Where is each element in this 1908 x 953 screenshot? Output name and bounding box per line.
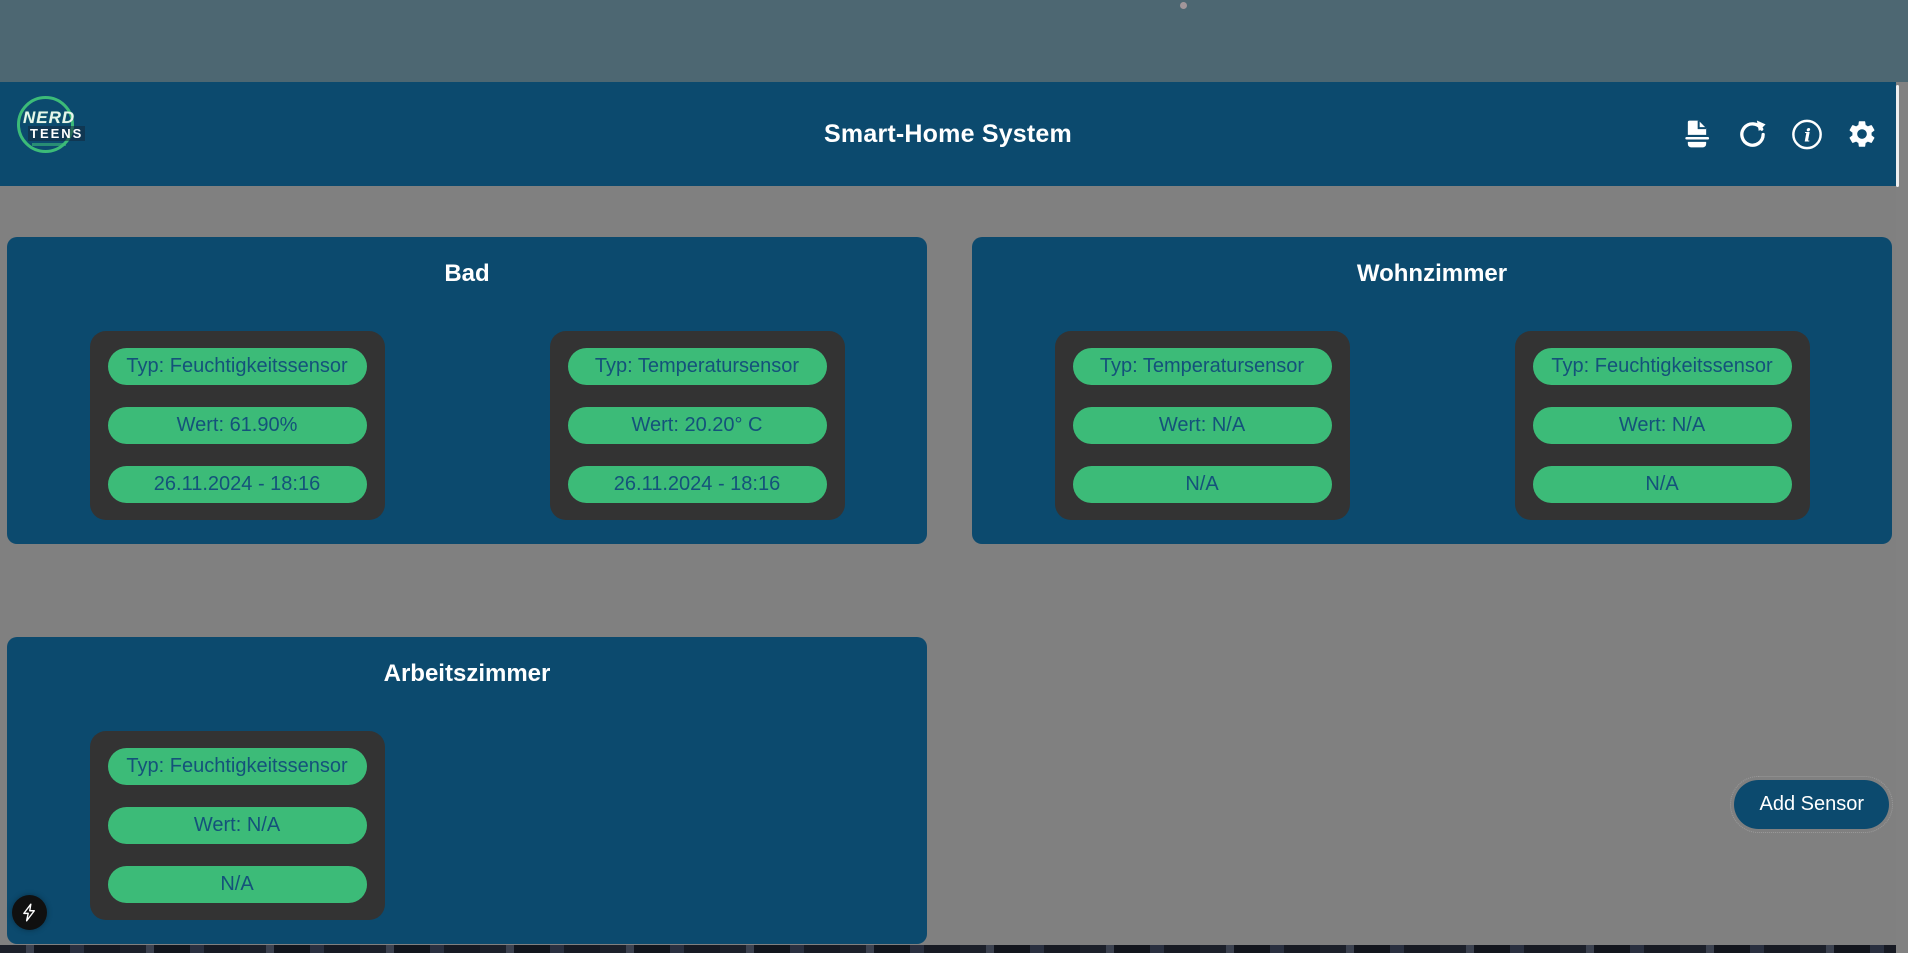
settings-gear-icon[interactable] <box>1846 117 1878 151</box>
page: NERD TEENS Smart-Home System <box>0 82 1908 953</box>
sensor-list: Typ: Feuchtigkeitssensor Wert: 61.90% 26… <box>7 331 927 520</box>
room-card: Wohnzimmer Typ: Temperatursensor Wert: N… <box>972 237 1892 544</box>
logo-subline <box>32 143 66 146</box>
settings-gear-glyph <box>1849 121 1875 147</box>
sensor-type-pill[interactable]: Typ: Temperatursensor <box>567 348 827 385</box>
sensor-list: Typ: Feuchtigkeitssensor Wert: N/A N/A <box>7 731 927 920</box>
sensor-timestamp-pill[interactable]: 26.11.2024 - 18:16 <box>567 466 827 503</box>
sensor-box: Typ: Feuchtigkeitssensor Wert: 61.90% 26… <box>89 331 385 520</box>
nerd-teens-logo[interactable]: NERD TEENS <box>17 96 86 153</box>
logo-line2: TEENS <box>28 126 86 141</box>
room-card: Bad Typ: Feuchtigkeitssensor Wert: 61.90… <box>7 237 927 544</box>
sensor-box: Typ: Temperatursensor Wert: N/A N/A <box>1054 331 1350 520</box>
browser-top-band <box>0 0 1908 82</box>
room-title: Bad <box>444 260 490 287</box>
logo-line1: NERD <box>23 108 76 127</box>
header-icons: i <box>1681 82 1878 186</box>
sensor-box: Typ: Feuchtigkeitssensor Wert: N/A N/A <box>89 731 385 920</box>
top-band-dot <box>1180 2 1187 9</box>
sensor-value-pill[interactable]: Wert: N/A <box>107 807 367 844</box>
rooms-grid: Bad Typ: Feuchtigkeitssensor Wert: 61.90… <box>0 186 1896 944</box>
sensor-box: Typ: Temperatursensor Wert: 20.20° C 26.… <box>549 331 845 520</box>
lightning-badge[interactable] <box>12 895 47 930</box>
sensor-timestamp-pill[interactable]: 26.11.2024 - 18:16 <box>107 466 367 503</box>
app-header: NERD TEENS Smart-Home System <box>0 82 1896 186</box>
sensor-type-pill[interactable]: Typ: Temperatursensor <box>1072 348 1332 385</box>
scrollbar-track[interactable] <box>1896 82 1908 953</box>
sensor-timestamp-pill[interactable]: N/A <box>1532 466 1792 503</box>
page-content: NERD TEENS Smart-Home System <box>0 82 1896 953</box>
page-title: Smart-Home System <box>824 119 1072 148</box>
room-title: Arbeitszimmer <box>383 660 551 687</box>
sensor-type-pill[interactable]: Typ: Feuchtigkeitssensor <box>107 348 367 385</box>
sensor-value-pill[interactable]: Wert: 61.90% <box>107 407 367 444</box>
info-icon[interactable]: i <box>1791 117 1823 151</box>
sensor-type-pill[interactable]: Typ: Feuchtigkeitssensor <box>1532 348 1792 385</box>
sensor-value-pill[interactable]: Wert: N/A <box>1072 407 1332 444</box>
sensor-type-pill[interactable]: Typ: Feuchtigkeitssensor <box>107 748 367 785</box>
bottom-strip <box>0 945 1896 953</box>
info-glyph: i <box>1792 119 1822 149</box>
sensor-timestamp-pill[interactable]: N/A <box>1072 466 1332 503</box>
svg-text:i: i <box>1804 125 1811 146</box>
scrollbar-thumb[interactable] <box>1896 85 1899 187</box>
lightning-icon <box>23 903 36 922</box>
refresh-icon[interactable] <box>1736 117 1768 151</box>
document-scan-glyph <box>1685 120 1710 148</box>
sensor-box: Typ: Feuchtigkeitssensor Wert: N/A N/A <box>1514 331 1810 520</box>
sensor-value-pill[interactable]: Wert: 20.20° C <box>567 407 827 444</box>
sensor-timestamp-pill[interactable]: N/A <box>107 866 367 903</box>
document-scan-icon[interactable] <box>1681 117 1713 151</box>
sensor-value-pill[interactable]: Wert: N/A <box>1532 407 1792 444</box>
room-card: Arbeitszimmer Typ: Feuchtigkeitssensor W… <box>7 637 927 944</box>
refresh-glyph <box>1739 119 1766 147</box>
room-title: Wohnzimmer <box>1356 260 1508 287</box>
add-sensor-button[interactable]: Add Sensor <box>1730 776 1893 833</box>
sensor-list: Typ: Temperatursensor Wert: N/A N/A Typ:… <box>972 331 1892 520</box>
